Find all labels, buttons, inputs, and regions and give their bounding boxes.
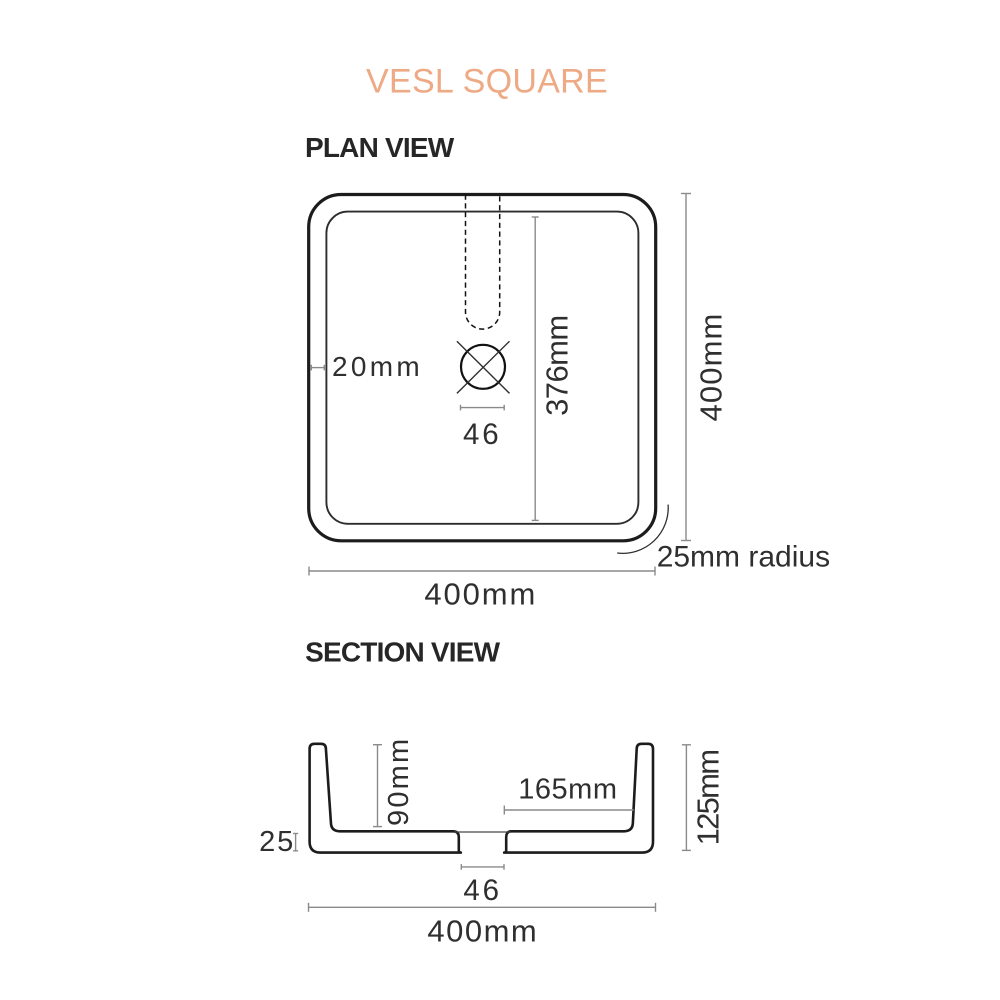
svg-text:400mm: 400mm: [427, 914, 538, 949]
svg-text:20mm: 20mm: [332, 351, 423, 382]
svg-text:90mm: 90mm: [383, 737, 415, 826]
svg-text:25mm radius: 25mm radius: [657, 540, 830, 573]
svg-text:46: 46: [463, 418, 501, 451]
svg-text:PLAN VIEW: PLAN VIEW: [305, 132, 455, 163]
svg-text:376mm: 376mm: [539, 315, 574, 416]
svg-text:165mm: 165mm: [518, 773, 617, 805]
svg-text:46: 46: [463, 874, 501, 907]
svg-text:125mm: 125mm: [691, 751, 726, 846]
svg-text:VESL SQUARE: VESL SQUARE: [366, 63, 608, 101]
svg-text:SECTION VIEW: SECTION VIEW: [305, 637, 501, 668]
svg-text:25: 25: [259, 826, 295, 858]
svg-text:400mm: 400mm: [693, 313, 728, 422]
svg-text:400mm: 400mm: [424, 576, 537, 611]
